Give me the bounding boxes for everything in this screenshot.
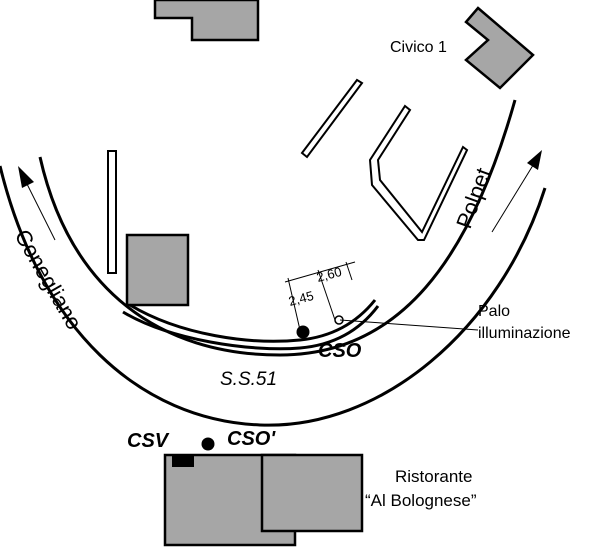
polpet-arrow-head [527,150,542,170]
palo-label-line2: illuminazione [478,325,571,342]
building-ristorante-front [260,453,364,533]
conegliano-arrow-line [24,179,56,241]
conegliano-arrow-head [18,166,34,188]
wall-l-shape [368,104,469,241]
polpet-arrow-line [491,161,536,233]
dim-label-a: 2,45 [287,288,315,309]
cso-point [296,325,310,339]
palo-point [334,315,344,325]
road-label: S.S.51 [220,369,277,390]
road-inner-edge [38,99,517,357]
ristorante-label-line1: Ristorante [395,467,472,486]
polpet-label: Polpet [451,165,496,232]
palo-leader-line [339,319,479,331]
cso-prime-point [201,437,215,451]
csv-marker [172,456,194,467]
building-top [153,0,260,42]
cso-prime-label: CSO' [227,428,276,450]
sidewalk-line-2 [122,305,380,351]
cso-label: CSO [318,340,362,362]
conegliano-label: Conegliano [10,225,87,334]
dimension-lines [284,261,356,331]
road-outer-edge [0,165,547,427]
building-civico-1 [464,6,535,90]
building-left [125,233,190,307]
sidewalk-line [129,299,377,343]
wall-diagonal [300,78,364,159]
palo-label-line1: Palo [478,303,510,320]
civico-label: Civico 1 [390,39,447,56]
ristorante-label-line2: “Al Bolognese” [365,491,477,510]
building-strip [107,150,117,274]
dim-label-b: 2,60 [315,264,343,285]
csv-label: CSV [127,430,170,452]
